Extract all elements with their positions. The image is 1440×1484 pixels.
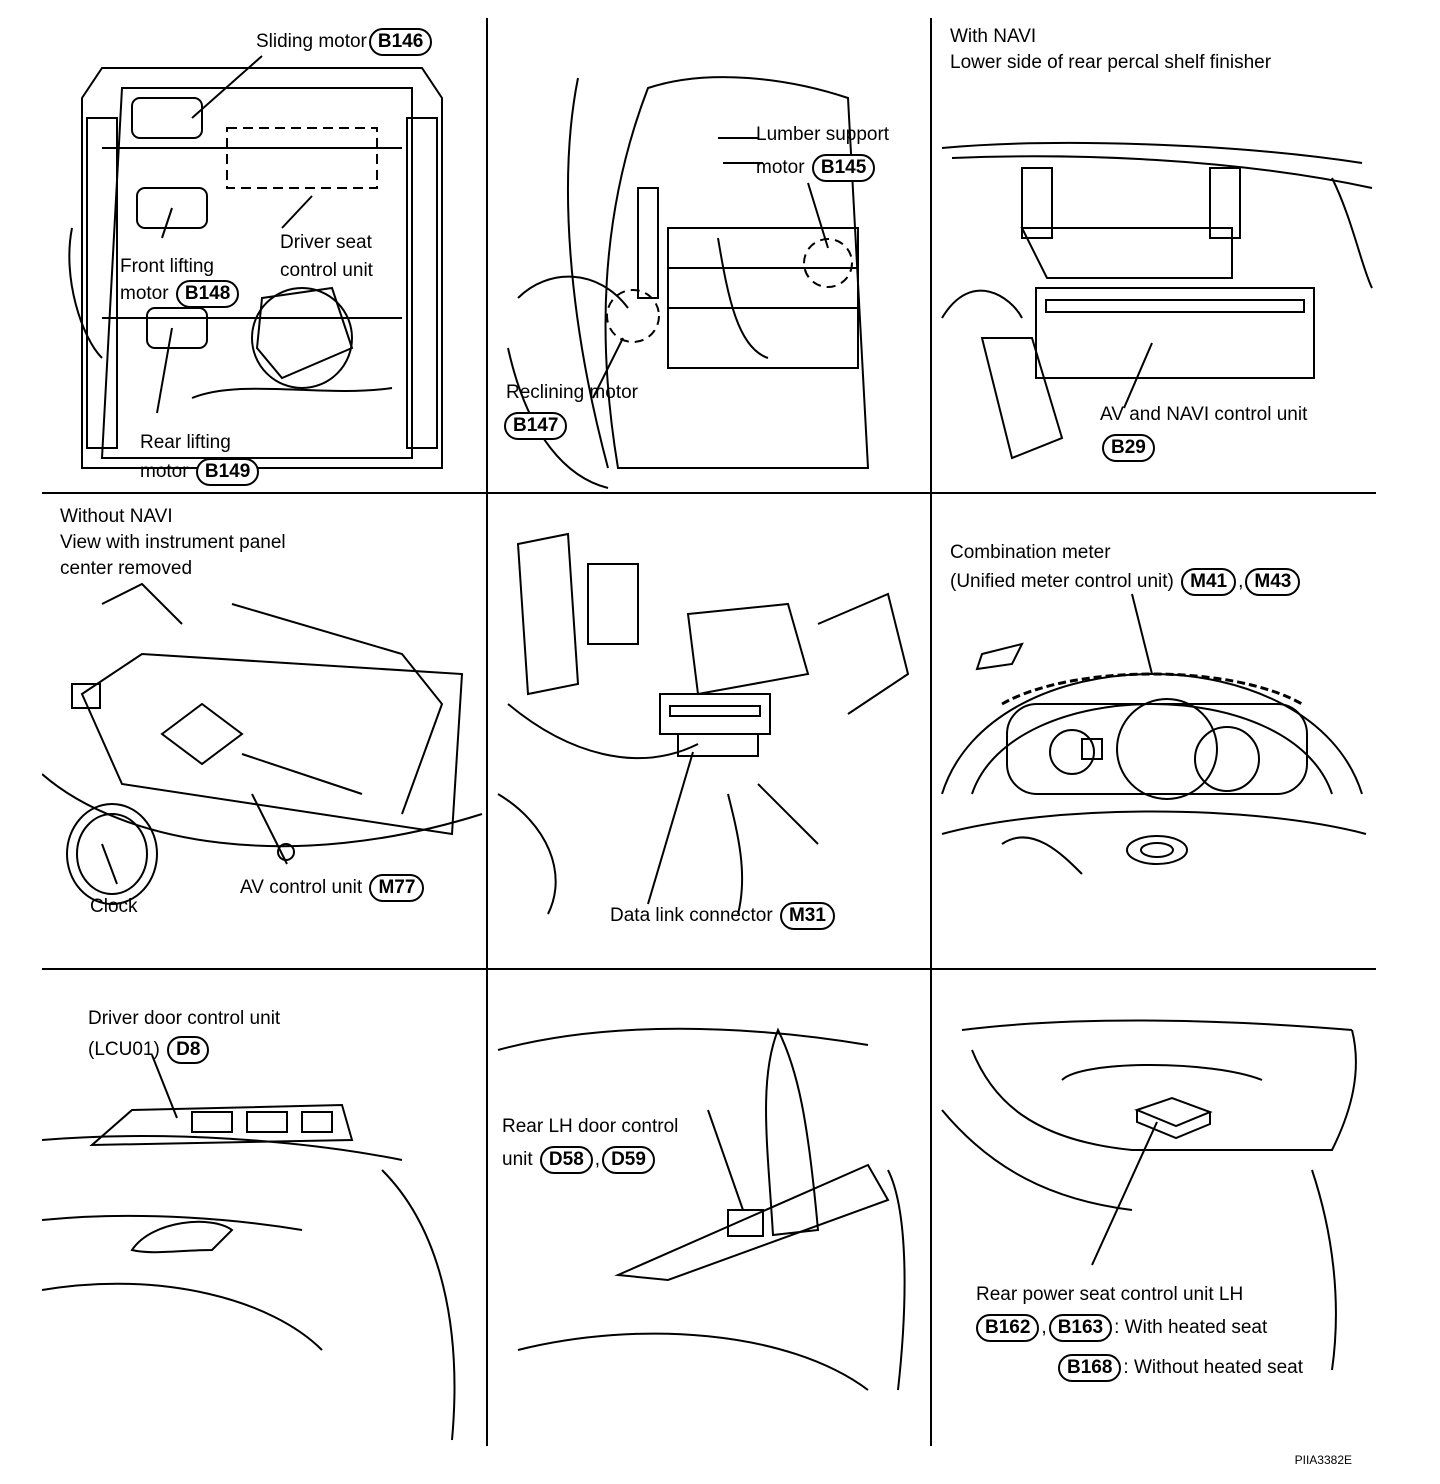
lumber-support-label-2: motor B145 [756, 154, 877, 182]
connector-tag-d59: D59 [602, 1146, 655, 1174]
without-navi-heading-2: View with instrument panel [60, 532, 286, 553]
driver-door-illustration [42, 1054, 456, 1441]
vertical-divider-left [486, 18, 488, 1446]
av-control-panel: Without NAVI View with instrument panel … [42, 494, 486, 968]
rear-lifting-label-2: motor B149 [140, 458, 261, 486]
connector-tag-b168: B168 [1058, 1354, 1122, 1382]
lumber-support-label-1: Lumber support [756, 124, 890, 145]
seatback-illustration [507, 76, 870, 489]
connector-tag-m41: M41 [1181, 568, 1237, 596]
connector-tag-m31: M31 [779, 902, 835, 930]
connector-tag-b162: B162 [976, 1314, 1040, 1342]
reclining-tag-wrap: B147 [502, 412, 569, 440]
av-navi-tag-wrap: B29 [1100, 434, 1157, 462]
driver-seat-label-1: Driver seat [280, 232, 372, 253]
connector-tag-d58: D58 [539, 1146, 593, 1174]
connector-tag-b149: B149 [195, 458, 260, 486]
front-lifting-label-1: Front lifting [120, 256, 214, 277]
connector-tag-b163: B163 [1048, 1314, 1113, 1342]
clock-label: Clock [90, 896, 138, 917]
connector-tag-b147: B147 [504, 412, 568, 440]
rear-door-panel: Rear LH door control unit D58,D59 [488, 970, 930, 1446]
unified-meter-label: (Unified meter control unit) M41,M43 [950, 568, 1302, 596]
combination-meter-panel: Combination meter (Unified meter control… [932, 494, 1376, 968]
instrument-panel-illustration [42, 582, 483, 905]
rear-lh-unit-label: unit D58,D59 [502, 1146, 657, 1174]
av-control-unit-label: AV control unit M77 [240, 874, 426, 902]
lcu01-label: (LCU01) D8 [88, 1036, 211, 1064]
data-link-panel: Data link connector M31 [488, 494, 930, 968]
av-navi-unit-label: AV and NAVI control unit [1100, 404, 1308, 425]
navi-panel: With NAVI Lower side of rear percal shel… [932, 18, 1376, 492]
rear-seat-panel: Rear power seat control unit LH B162,B16… [932, 970, 1376, 1446]
navi-heading-2: Lower side of rear percal shelf finisher [950, 52, 1272, 73]
front-lifting-label-2: motor B148 [120, 280, 241, 308]
data-link-connector-label: Data link connector M31 [610, 902, 837, 930]
without-navi-heading-3: center removed [60, 558, 193, 579]
connector-tag-m77: M77 [369, 874, 425, 902]
connector-tag-b148: B148 [175, 280, 240, 308]
under-dash-illustration [497, 532, 910, 915]
connector-tag-d8: D8 [167, 1036, 210, 1064]
shelf-finisher-illustration [941, 142, 1373, 460]
horizontal-divider-top [42, 492, 1376, 494]
figure-code: PIIA3382E [1294, 1453, 1352, 1467]
rear-seat-illustration [941, 1019, 1357, 1371]
recline-panel: Lumber support motor B145 Reclining moto… [488, 18, 930, 492]
connector-tag-b146: B146 [368, 28, 433, 56]
with-heated-seat-line: B162,B163: With heated seat [974, 1314, 1267, 1342]
rear-power-seat-heading: Rear power seat control unit LH [976, 1284, 1244, 1305]
rear-lifting-label-1: Rear lifting [140, 432, 231, 453]
connector-tag-m43: M43 [1245, 568, 1301, 596]
navi-heading-1: With NAVI [950, 26, 1037, 47]
vertical-divider-right [930, 18, 932, 1446]
rear-lh-door-heading: Rear LH door control [502, 1116, 679, 1137]
combination-meter-heading: Combination meter [950, 542, 1111, 563]
meter-cluster-illustration [941, 593, 1367, 875]
horizontal-divider-bottom [42, 968, 1376, 970]
without-navi-heading-1: Without NAVI [60, 506, 173, 527]
seat-frame-illustration [68, 55, 443, 469]
without-heated-seat-line: B168: Without heated seat [1056, 1354, 1303, 1382]
driver-door-panel: Driver door control unit (LCU01) D8 [42, 970, 486, 1446]
connector-tag-b145: B145 [811, 154, 876, 182]
reclining-motor-label: Reclining motor [506, 382, 638, 403]
rear-door-illustration [497, 1027, 906, 1391]
connector-tag-b29: B29 [1102, 434, 1155, 462]
driver-door-heading: Driver door control unit [88, 1008, 281, 1029]
driver-seat-label-2: control unit [280, 260, 373, 281]
